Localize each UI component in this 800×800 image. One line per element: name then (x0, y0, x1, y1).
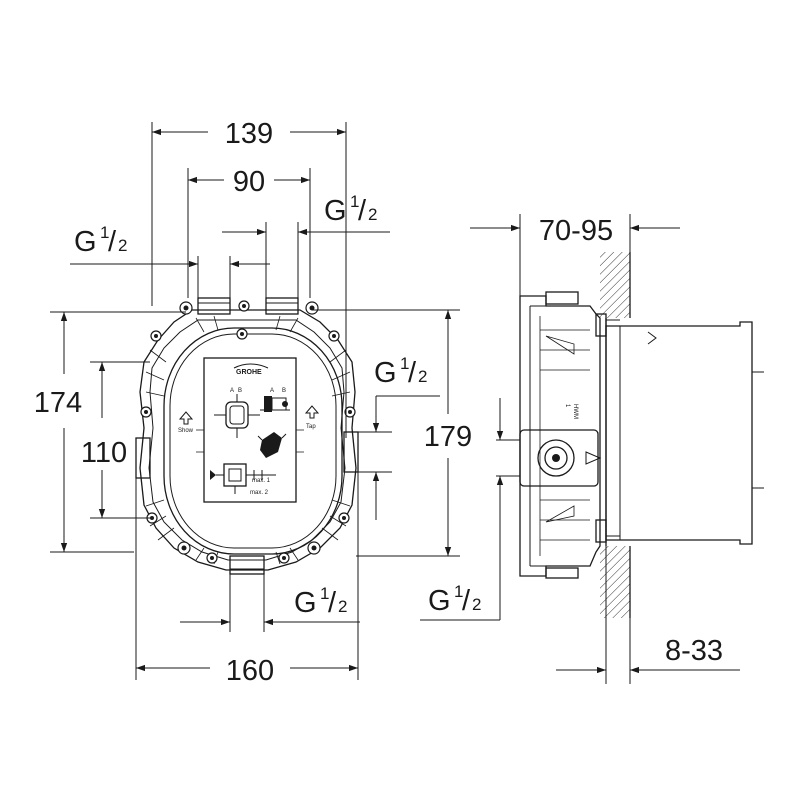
side-body-inner (529, 305, 590, 567)
plaster-guard-arrow-icon (647, 331, 657, 345)
flow-arrow-right-icon (304, 405, 320, 419)
side-body-outline (519, 295, 601, 577)
plaster-guard-cover (605, 321, 753, 545)
side-top-port (545, 291, 579, 305)
thread-label-top-right: G 1 / 2 (324, 192, 377, 227)
thread-den: 2 (118, 236, 127, 255)
port-b-label-2: B (282, 388, 286, 394)
thread-slash: / (358, 195, 367, 227)
dim-70-95: 70-95 (539, 215, 613, 247)
side-bottom-port (545, 567, 579, 579)
plate-side-ticks (196, 429, 304, 453)
thread-slash: / (462, 585, 471, 617)
port-a-label-2: A (270, 388, 274, 394)
dim-110: 110 (81, 437, 127, 469)
arrow-right-tag: Tap (306, 424, 316, 430)
top-port-left (197, 297, 231, 315)
side-code: HWM (572, 404, 578, 419)
cartridge-icon (214, 394, 260, 438)
dim-160: 160 (226, 655, 274, 687)
thread-den: 2 (418, 367, 427, 386)
thread-slash: / (408, 357, 417, 389)
thread-num: 1 (350, 192, 359, 211)
wall-opening (596, 318, 636, 546)
side-outlet-ring (537, 439, 575, 477)
front-frame-inner-outline (148, 319, 346, 561)
thread-den: 2 (368, 205, 377, 224)
side-outlet-inner (544, 446, 568, 470)
front-frame-outline (139, 309, 357, 571)
side-outlet-core (552, 454, 560, 462)
dim-8-33: 8-33 (665, 635, 723, 667)
thread-num: 1 (100, 223, 109, 242)
thread-slash: / (328, 587, 337, 619)
side-port-left (135, 437, 151, 479)
valve-icon (260, 396, 290, 412)
thread-num: 1 (400, 354, 409, 373)
brand-logo: GROHE (236, 369, 262, 376)
thread-label-top-left: G 1 / 2 (74, 223, 127, 258)
dim-90: 90 (233, 166, 265, 198)
port-a-label: A (230, 388, 234, 394)
side-outlet-nub (585, 451, 602, 465)
side-view: HWM 1 70-95 G 1 / 2 (420, 214, 764, 684)
side-body-ribs (539, 316, 590, 556)
thread-g: G (374, 357, 397, 389)
thread-g: G (324, 195, 347, 227)
mounting-holes (140, 300, 356, 564)
dim-139: 139 (225, 118, 273, 150)
thread-num: 1 (320, 584, 329, 603)
arrow-left-tag: Show (178, 428, 194, 434)
thread-g: G (74, 226, 97, 258)
thread-num: 1 (454, 582, 463, 601)
max-1-label: max. 1 (252, 478, 271, 484)
thread-den: 2 (472, 595, 481, 614)
side-outlet-housing (519, 429, 599, 487)
hand-tool-icon (257, 432, 287, 458)
flow-arrow-left-icon (178, 411, 194, 425)
thread-label-bottom: G 1 / 2 (294, 584, 347, 619)
max-2-label: max. 2 (250, 490, 269, 496)
top-port-right (265, 297, 299, 315)
front-inner-shell (163, 327, 343, 555)
thread-g: G (428, 585, 451, 617)
mixer-diagram-icon (210, 463, 276, 494)
thread-den: 2 (338, 597, 347, 616)
front-ribs (145, 315, 351, 565)
wall-clamp-top (595, 313, 607, 337)
plaster-guard-plate (203, 357, 297, 503)
thread-g: G (294, 587, 317, 619)
brand-logo-arc (233, 363, 269, 369)
thread-label-side-right: G 1 / 2 (374, 354, 427, 389)
thread-slash: / (108, 226, 117, 258)
side-port-right (343, 431, 359, 473)
dim-174: 174 (34, 387, 82, 419)
front-inner-shell-rim (169, 333, 337, 549)
dim-179: 179 (424, 421, 472, 453)
front-view: Show Tap GROHE A B A B (34, 118, 472, 687)
port-b-label: B (238, 388, 242, 394)
bottom-port (229, 555, 265, 575)
thread-label-side-view: G 1 / 2 (428, 582, 481, 617)
side-mark: 1 (564, 404, 570, 408)
